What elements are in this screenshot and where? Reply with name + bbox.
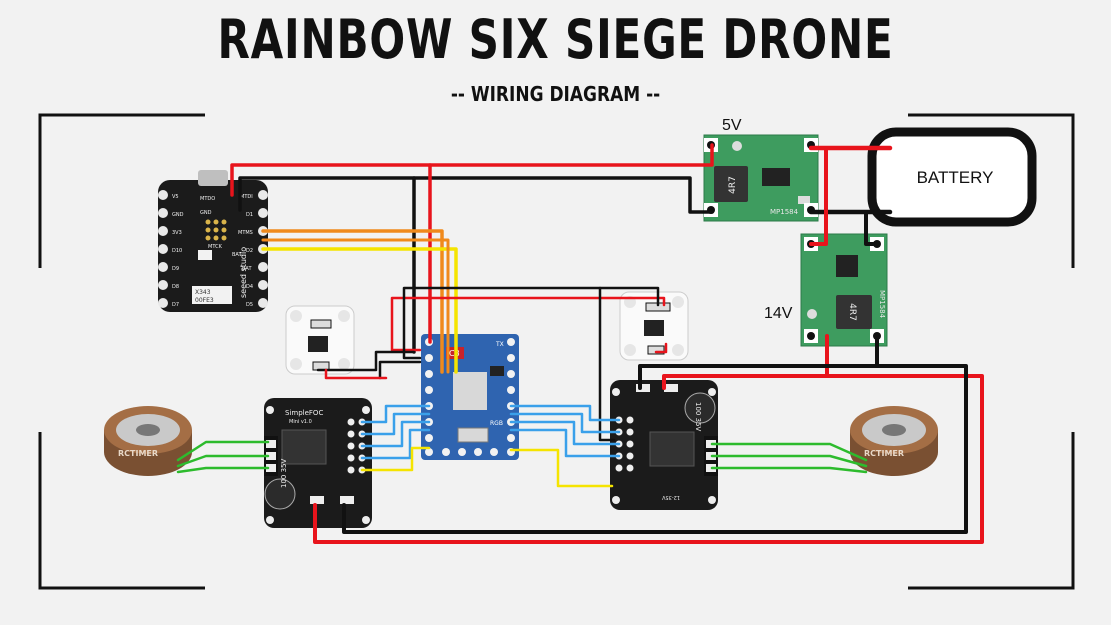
wire-blue-left-4 bbox=[360, 428, 431, 460]
frame-corner-bottom-right bbox=[908, 432, 1075, 590]
wire-orange-xiao-d2 bbox=[261, 229, 444, 374]
page-subtitle: -- WIRING DIAGRAM -- bbox=[450, 82, 661, 106]
wire-blue-left-1 bbox=[360, 404, 431, 424]
wire-green-left-2 bbox=[176, 454, 270, 468]
wire-black-sensor-left bbox=[316, 350, 416, 372]
wire-green-right-1 bbox=[710, 442, 868, 462]
xiao-pad-3: BAT bbox=[232, 252, 242, 258]
wire-blue-right-1 bbox=[509, 404, 621, 422]
driver-right-volt: 12-35V bbox=[661, 494, 680, 500]
reg-14v-label: 14V bbox=[764, 305, 793, 322]
wire-blue-left-3 bbox=[360, 420, 431, 448]
xiao-pin-left-6: D7 bbox=[172, 302, 179, 308]
motor-left-brand: RCTIMER bbox=[118, 449, 158, 458]
viewfinder-frame bbox=[38, 113, 1075, 590]
motor-driver-right: 100 35V 12-35V bbox=[610, 380, 718, 510]
battery-label: BATTERY bbox=[917, 168, 994, 187]
battery: BATTERY bbox=[867, 127, 1037, 227]
motor-right-brand: RCTIMER bbox=[864, 449, 904, 458]
wire-red-sensor-right-low bbox=[654, 342, 668, 354]
xiao-pin-right-2: MTMS bbox=[238, 230, 253, 236]
xiao-pad-0: MTDO bbox=[200, 196, 215, 202]
frame-corner-top-right bbox=[908, 113, 1075, 268]
wire-yellow-left bbox=[360, 446, 431, 472]
sensor-board-right bbox=[619, 291, 689, 361]
regulator-5v: 4R7 MP1584 bbox=[703, 134, 819, 222]
wire-green-right-2 bbox=[710, 454, 868, 468]
xiao-id-2: 00FE3 bbox=[195, 297, 214, 304]
wire-yellow-right bbox=[509, 448, 614, 488]
wire-black-driver-right bbox=[638, 364, 879, 390]
wire-black-sensor-right-2 bbox=[598, 286, 616, 442]
wire-green-left-1 bbox=[176, 440, 270, 462]
xiao-pad-1: GND bbox=[200, 210, 212, 216]
xiao-pin-left-2: 3V3 bbox=[172, 230, 182, 236]
xiao-esp32-board: X343 00FE3 seeed studio V5 GND 3V3 D10 D… bbox=[158, 170, 268, 312]
wire-blue-left-2 bbox=[360, 412, 431, 436]
sensor-board-left bbox=[285, 305, 355, 375]
esp32-rgb-label: RGB bbox=[490, 420, 503, 427]
xiao-pin-right-0: MTDI bbox=[240, 194, 253, 200]
regulator-14v: 4R7 MP1584 bbox=[800, 233, 888, 347]
wire-red-xiao-5v bbox=[230, 143, 714, 197]
driver-left-cap: 100 35V bbox=[280, 459, 288, 488]
xiao-pin-right-1: D1 bbox=[246, 212, 253, 218]
wire-black-14v-out bbox=[342, 334, 968, 534]
wire-black-sensor-right bbox=[402, 286, 660, 360]
wire-black-xiao-gnd bbox=[238, 176, 714, 214]
frame-corner-top-left bbox=[38, 113, 205, 268]
wire-orange-inner bbox=[261, 238, 450, 374]
wire-red-14v-out bbox=[313, 334, 984, 544]
reg-14v-ic-label: MP1584 bbox=[878, 290, 886, 319]
xiao-pin-left-5: D8 bbox=[172, 284, 179, 290]
driver-right-cap: 100 35V bbox=[694, 402, 702, 431]
esp32-c3-board: C3 TX RGB bbox=[421, 334, 519, 460]
driver-left-model: Mini v1.0 bbox=[289, 419, 312, 425]
motor-driver-left: 100 35V SimpleFOC Mini v1.0 bbox=[264, 398, 372, 528]
reg-5v-ic-label: MP1584 bbox=[770, 208, 799, 216]
xiao-brand: seeed studio bbox=[239, 247, 248, 298]
xiao-pin-left-3: D10 bbox=[172, 248, 182, 254]
wire-blue-right-3 bbox=[509, 420, 621, 446]
reg-14v-chip-label: 4R7 bbox=[847, 303, 857, 321]
driver-left-brand: SimpleFOC bbox=[285, 409, 323, 417]
xiao-id-1: X343 bbox=[195, 289, 211, 296]
motor-right: RCTIMER bbox=[850, 406, 938, 476]
wire-green-left-3 bbox=[176, 466, 270, 474]
wire-blue-right-2 bbox=[509, 412, 621, 434]
wire-red-sensor-right bbox=[390, 296, 666, 352]
esp32-tx-label: TX bbox=[495, 341, 504, 348]
wire-black-sensor-left-2 bbox=[378, 360, 422, 380]
motor-left: RCTIMER bbox=[104, 406, 192, 476]
wire-black-batt-to-14v bbox=[864, 210, 879, 246]
reg-5v-label: 5V bbox=[722, 117, 742, 134]
wire-blue-right-4 bbox=[509, 428, 621, 458]
wire-red-sensor-left bbox=[324, 368, 388, 380]
frame-corner-bottom-left bbox=[38, 432, 205, 590]
wire-yellow-xiao-bat bbox=[261, 247, 458, 374]
xiao-pin-left-4: D9 bbox=[172, 266, 179, 272]
xiao-pin-right-6: D5 bbox=[246, 302, 253, 308]
wires bbox=[176, 143, 984, 544]
xiao-pin-left-1: GND bbox=[172, 212, 184, 218]
xiao-pin-right-3: D2 bbox=[246, 248, 253, 254]
xiao-pin-right-5: D4 bbox=[246, 284, 253, 290]
reg-5v-chip-label: 4R7 bbox=[728, 176, 738, 194]
xiao-pin-left-0: V5 bbox=[172, 194, 179, 200]
page-title: RAINBOW SIX SIEGE DRONE bbox=[217, 8, 894, 71]
wire-red-batt-to-14v bbox=[809, 146, 828, 246]
xiao-pin-right-4: BAT bbox=[242, 266, 252, 272]
wire-green-right-3 bbox=[710, 466, 868, 474]
wire-red-driver-right bbox=[662, 374, 829, 390]
xiao-pad-2: MTCK bbox=[208, 244, 223, 250]
